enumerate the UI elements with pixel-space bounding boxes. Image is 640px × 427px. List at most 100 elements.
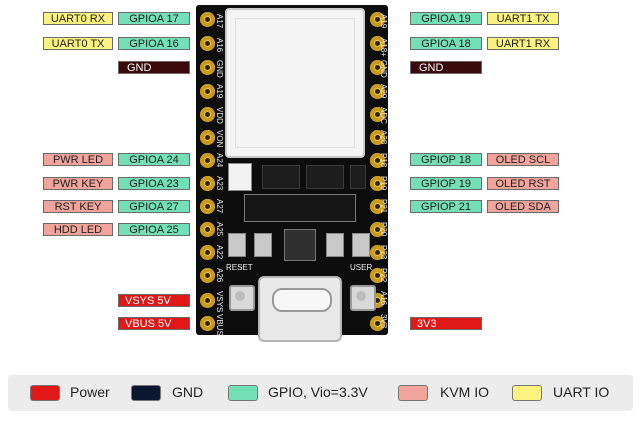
pin-name-left-14: VBUS — [215, 314, 224, 336]
label-uart1-rx: UART1 RX — [487, 37, 559, 50]
label-hdd-led: HDD LED — [43, 223, 113, 236]
usb-c-port — [272, 288, 332, 312]
pad-left-2 — [200, 36, 215, 51]
pin-name-left-6: VON — [215, 130, 224, 148]
legend-label-gpio: GPIO, Vio=3.3V — [268, 384, 368, 400]
legend-swatch-gpio — [228, 385, 258, 401]
legend-label-gnd: GND — [172, 384, 204, 400]
pin-name-right-10: P20 — [379, 222, 388, 237]
legend-swatch-kvm — [398, 385, 428, 401]
pad-left-4 — [200, 84, 215, 99]
label-gpioa-18: GPIOA 18 — [410, 37, 482, 50]
rf-shield-inner — [235, 18, 355, 148]
capacitor-3 — [326, 233, 344, 257]
label-uart1-tx: UART1 TX — [487, 12, 559, 25]
legend: Power GND GPIO, Vio=3.3V KVM IO UART IO — [8, 375, 633, 411]
reset-silkscreen: RESET — [226, 263, 253, 272]
pad-right-14 — [370, 316, 385, 331]
pad-left-6 — [200, 130, 215, 145]
label-pwr-led: PWR LED — [43, 153, 113, 166]
pad-right-5 — [370, 107, 385, 122]
label-gpiop-21: GPIOP 21 — [410, 200, 482, 213]
reset-button[interactable] — [229, 285, 255, 311]
pin-name-right-1: A19 — [379, 14, 388, 29]
pad-left-14 — [200, 316, 215, 331]
pad-right-1 — [370, 12, 385, 27]
pad-left-13 — [200, 293, 215, 308]
pad-right-11 — [370, 245, 385, 260]
capacitor-4 — [352, 233, 370, 257]
pin-name-left-2: A16 — [215, 38, 224, 53]
pad-left-8 — [200, 176, 215, 191]
label-pwr-key: PWR KEY — [43, 177, 113, 190]
user-button[interactable] — [350, 285, 376, 311]
label-gpioa-27: GPIOA 27 — [118, 200, 190, 213]
legend-swatch-gnd — [131, 385, 161, 401]
pin-name-left-13: VSYS — [215, 291, 224, 313]
pad-left-10 — [200, 222, 215, 237]
label-gnd-left: GND — [118, 61, 190, 74]
usb-c-connector — [258, 276, 342, 342]
crystal-component-1 — [262, 165, 300, 189]
pin-name-right-5: ADC — [379, 107, 388, 124]
pin-name-right-7: P18 — [379, 153, 388, 168]
pin-name-right-8: P19 — [379, 176, 388, 191]
pin-name-left-11: A22 — [215, 245, 224, 260]
pad-left-11 — [200, 245, 215, 260]
label-gpiop-18: GPIOP 18 — [410, 153, 482, 166]
pad-right-8 — [370, 176, 385, 191]
pin-name-left-4: A19 — [215, 84, 224, 99]
pin-name-left-7: A24 — [215, 153, 224, 168]
led-component — [228, 163, 252, 191]
pad-left-7 — [200, 153, 215, 168]
pad-left-9 — [200, 199, 215, 214]
label-3v3: 3V3 — [410, 317, 482, 330]
label-gnd-right: GND — [410, 61, 482, 74]
label-gpioa-16: GPIOA 16 — [118, 37, 190, 50]
label-rst-key: RST KEY — [43, 200, 113, 213]
label-gpioa-17: GPIOA 17 — [118, 12, 190, 25]
pad-right-4 — [370, 84, 385, 99]
legend-label-uart: UART IO — [553, 384, 610, 400]
pad-right-7 — [370, 153, 385, 168]
pin-name-left-1: A17 — [215, 14, 224, 29]
label-oled-sda: OLED SDA — [487, 200, 559, 213]
pin-name-right-14: 3V3 — [379, 314, 388, 329]
pad-left-3 — [200, 60, 215, 75]
pin-name-right-12: P22 — [379, 268, 388, 283]
label-gpioa-25: GPIOA 25 — [118, 223, 190, 236]
legend-label-power: Power — [70, 384, 110, 400]
pad-left-1 — [200, 12, 215, 27]
label-gpioa-19: GPIOA 19 — [410, 12, 482, 25]
pin-name-left-8: A23 — [215, 176, 224, 191]
label-gpiop-19: GPIOP 19 — [410, 177, 482, 190]
pad-right-3 — [370, 60, 385, 75]
legend-swatch-power — [30, 385, 60, 401]
legend-swatch-uart — [512, 385, 542, 401]
label-gpioa-23: GPIOA 23 — [118, 177, 190, 190]
pad-left-12 — [200, 268, 215, 283]
pin-name-right-11: P23 — [379, 245, 388, 260]
label-vsys-5v: VSYS 5V — [118, 294, 190, 307]
label-oled-scl: OLED SCL — [487, 153, 559, 166]
pin-name-left-5: VDD — [215, 107, 224, 124]
pad-right-9 — [370, 199, 385, 214]
label-oled-rst: OLED RST — [487, 177, 559, 190]
pad-right-6 — [370, 130, 385, 145]
pin-name-right-3: GND — [379, 60, 388, 78]
mcu-chip — [284, 229, 316, 261]
capacitor-1 — [228, 233, 246, 257]
user-silkscreen: USER — [350, 263, 373, 272]
pin-name-left-12: A26 — [215, 268, 224, 283]
pad-right-10 — [370, 222, 385, 237]
label-vbus-5v: VBUS 5V — [118, 317, 190, 330]
pin-name-right-9: P21 — [379, 199, 388, 214]
pin-name-right-13: A16 — [379, 291, 388, 306]
pad-right-2 — [370, 36, 385, 51]
pin-name-right-6: A28 — [379, 130, 388, 145]
pin-name-left-9: A27 — [215, 199, 224, 214]
pin-name-right-2: A18+ — [379, 38, 388, 57]
pad-right-12 — [370, 268, 385, 283]
label-uart0-tx: UART0 TX — [43, 37, 113, 50]
pad-left-5 — [200, 107, 215, 122]
